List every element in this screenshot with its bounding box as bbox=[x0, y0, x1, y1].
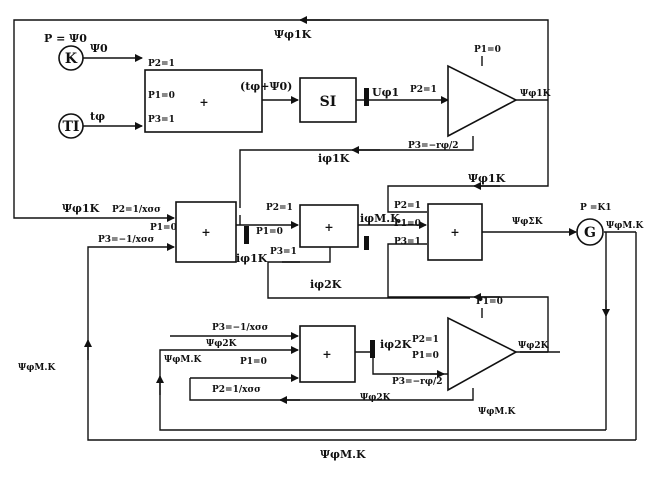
label-s5-psi-mk: ΨφM.K bbox=[164, 355, 202, 365]
label-psi-phi1k-right: Ψφ1K bbox=[468, 172, 506, 185]
label-s5-p1: P1=0 bbox=[240, 357, 267, 367]
label-sum-expr: (tφ+Ψ0) bbox=[240, 80, 292, 93]
k-source: K bbox=[58, 45, 84, 71]
label-p-k1: P =K1 bbox=[580, 203, 612, 213]
label-s3-p2: P2=1 bbox=[266, 203, 293, 213]
label-int2-p3: P3=−rφ/2 bbox=[392, 377, 443, 387]
label-u-phi1: Uφ1 bbox=[372, 86, 399, 99]
ti-circle-label: TI bbox=[63, 119, 80, 135]
label-int1-p1: P1=0 bbox=[474, 45, 501, 55]
u-marker bbox=[364, 88, 369, 106]
label-i-phi2k-right: iφ2K bbox=[380, 338, 412, 351]
label-s4-p3: P3=1 bbox=[394, 237, 421, 247]
label-s1-p1: P1=0 bbox=[148, 91, 175, 101]
summer-4: + bbox=[427, 203, 483, 261]
si-label: SI bbox=[320, 94, 337, 110]
label-s3-p3: P3=1 bbox=[270, 247, 297, 257]
summer-3-label: + bbox=[324, 221, 333, 234]
summer-5: + bbox=[299, 325, 356, 383]
label-psi-phi1k-left: Ψφ1K bbox=[62, 202, 100, 215]
label-s4-p2: P2=1 bbox=[394, 201, 421, 211]
label-int2-p2: P2=1 bbox=[412, 335, 439, 345]
signal-wires bbox=[13, 16, 637, 441]
label-s3-p1: P1=0 bbox=[256, 227, 283, 237]
label-s2-p1: P1=0 bbox=[150, 223, 177, 233]
label-int1-out: Ψφ1K bbox=[520, 89, 552, 99]
label-psi-mk-g: ΨφM.K bbox=[606, 221, 644, 231]
summer-1: + bbox=[144, 69, 263, 133]
summer-4-label: + bbox=[450, 226, 459, 239]
label-int2-p1top: P1=0 bbox=[476, 297, 503, 307]
label-i-phi1k-mid: iφ1K bbox=[318, 152, 350, 165]
label-s2-p3: P3=−1/xσσ bbox=[98, 235, 155, 245]
ti-source: TI bbox=[58, 113, 84, 139]
g-generator: G bbox=[576, 218, 604, 246]
label-top-feedback: Ψφ1K bbox=[274, 28, 312, 41]
label-i-phi1k-below: iφ1K bbox=[236, 252, 268, 265]
summer-2: + bbox=[175, 201, 237, 263]
label-psi-mk-bottom: ΨφM.K bbox=[320, 448, 366, 461]
si-block: SI bbox=[299, 77, 357, 123]
label-s2-p2: P2=1/xσσ bbox=[112, 205, 161, 215]
label-s4-p1: P1=0 bbox=[394, 219, 421, 229]
label-i-phimk: iφM.K bbox=[360, 212, 400, 225]
label-psi-sum: ΨφΣK bbox=[512, 217, 544, 227]
g-circle-label: G bbox=[584, 225, 596, 241]
i1k-marker bbox=[244, 226, 249, 244]
label-s1-p2: P2=1 bbox=[148, 59, 175, 69]
summer-2-label: + bbox=[201, 226, 210, 239]
imk-marker bbox=[364, 236, 369, 250]
integrator-2 bbox=[447, 316, 518, 392]
label-psi-2k-below: Ψφ2K bbox=[360, 393, 392, 403]
label-s5-psi-2k: Ψφ2K bbox=[206, 339, 238, 349]
label-s5-p3: P3=−1/xσσ bbox=[212, 323, 269, 333]
label-i-phi2k-mid: iφ2K bbox=[310, 278, 342, 291]
label-psi0: Ψ0 bbox=[90, 42, 108, 55]
label-psi-mk-left: ΨφM.K bbox=[18, 363, 56, 373]
label-int1-p3: P3=−rφ/2 bbox=[408, 141, 459, 151]
summer-5-label: + bbox=[322, 348, 331, 361]
label-int2-out: Ψφ2K bbox=[518, 341, 550, 351]
label-t-phi: tφ bbox=[90, 110, 105, 123]
i2k-marker bbox=[370, 340, 375, 358]
label-s5-p2: P2=1/xσσ bbox=[212, 385, 261, 395]
integrator-1 bbox=[447, 64, 518, 138]
diagram-labels: Ψφ1K P = Ψ0 Ψ0 tφ P2=1 P1=0 P3=1 (tφ+Ψ0)… bbox=[18, 28, 644, 461]
label-p-psi0: P = Ψ0 bbox=[44, 32, 87, 45]
summer-1-label: + bbox=[199, 96, 208, 109]
label-s1-p3: P3=1 bbox=[148, 115, 175, 125]
label-int2-p1: P1=0 bbox=[412, 351, 439, 361]
summer-3: + bbox=[299, 204, 359, 248]
label-int1-p2: P2=1 bbox=[410, 85, 437, 95]
k-circle-label: K bbox=[65, 51, 78, 67]
label-psi-mk-bottom-right: ΨφM.K bbox=[478, 407, 516, 417]
